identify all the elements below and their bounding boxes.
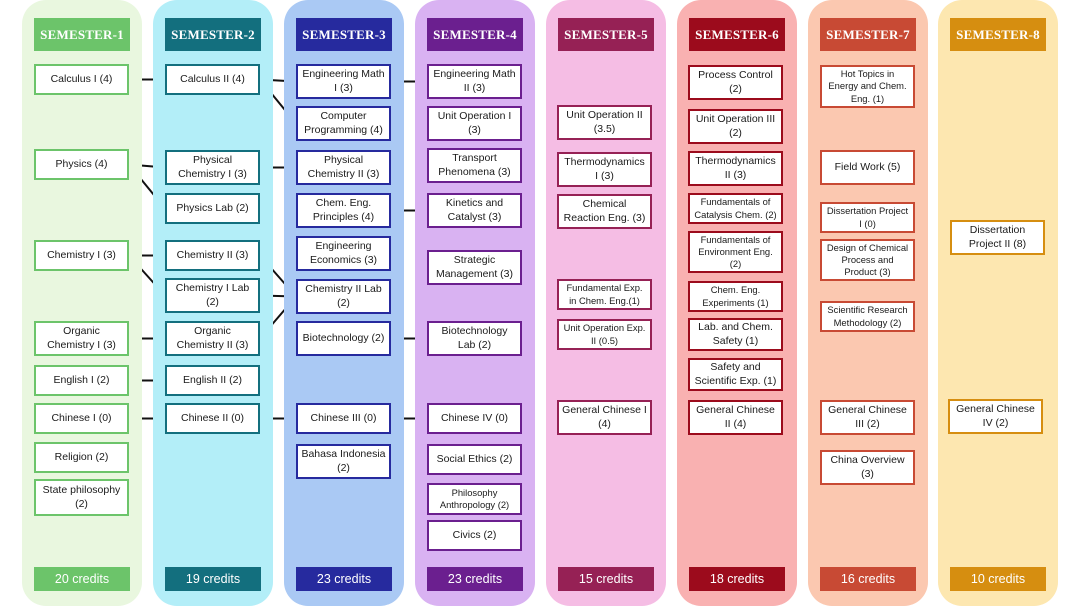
course-box: Unit Operation I (3) — [427, 106, 522, 141]
course-box: China Overview (3) — [820, 450, 915, 485]
course-box: Chemistry I Lab (2) — [165, 278, 260, 313]
course-box: Chinese IV (0) — [427, 403, 522, 434]
course-box: General Chinese III (2) — [820, 400, 915, 435]
course-box: Bahasa Indonesia (2) — [296, 444, 391, 479]
course-box: Kinetics and Catalyst (3) — [427, 193, 522, 228]
course-box: Field Work (5) — [820, 150, 915, 185]
course-box: Dissertation Project II (8) — [950, 220, 1045, 255]
course-box: Engineering Economics (3) — [296, 236, 391, 271]
semester-1-header: SEMESTER-1 — [34, 18, 130, 51]
course-box: Chemical Reaction Eng. (3) — [557, 194, 652, 229]
course-box: Unit Operation III (2) — [688, 109, 783, 144]
course-box: Calculus I (4) — [34, 64, 129, 95]
course-box: Fundamentals of Catalysis Chem. (2) — [688, 193, 783, 224]
semester-6-header: SEMESTER-6 — [689, 18, 785, 51]
course-box: Fundamentals of Environment Eng. (2) — [688, 231, 783, 273]
course-box: Computer Programming (4) — [296, 106, 391, 141]
course-box: Organic Chemistry I (3) — [34, 321, 129, 356]
course-box: Religion (2) — [34, 442, 129, 473]
course-box: Civics (2) — [427, 520, 522, 551]
course-box: Philosophy Anthropology (2) — [427, 483, 522, 515]
course-box: Calculus II (4) — [165, 64, 260, 95]
course-box: Strategic Management (3) — [427, 250, 522, 285]
course-box: Social Ethics (2) — [427, 444, 522, 475]
semester-5-header: SEMESTER-5 — [558, 18, 654, 51]
semester-4-credits: 23 credits — [427, 567, 523, 591]
course-box: Chemistry II (3) — [165, 240, 260, 271]
course-box: Safety and Scientific Exp. (1) — [688, 358, 783, 391]
course-box: Chemistry I (3) — [34, 240, 129, 271]
course-box: Unit Operation Exp. II (0.5) — [557, 319, 652, 350]
semester-7-credits: 16 credits — [820, 567, 916, 591]
course-box: Fundamental Exp. in Chem. Eng.(1) — [557, 279, 652, 310]
course-box: Biotechnology (2) — [296, 321, 391, 356]
semester-5-credits: 15 credits — [558, 567, 654, 591]
course-box: Chem. Eng. Experiments (1) — [688, 281, 783, 312]
course-box: Organic Chemistry II (3) — [165, 321, 260, 356]
course-box: Transport Phenomena (3) — [427, 148, 522, 183]
semester-8-credits: 10 credits — [950, 567, 1046, 591]
course-box: Chem. Eng. Principles (4) — [296, 193, 391, 228]
course-box: Biotechnology Lab (2) — [427, 321, 522, 356]
semester-3-credits: 23 credits — [296, 567, 392, 591]
course-box: State philosophy (2) — [34, 479, 129, 516]
semester-8-header: SEMESTER-8 — [950, 18, 1046, 51]
course-box: Chemistry II Lab (2) — [296, 279, 391, 314]
semester-1-credits: 20 credits — [34, 567, 130, 591]
course-box: Physical Chemistry I (3) — [165, 150, 260, 185]
semester-4-header: SEMESTER-4 — [427, 18, 523, 51]
course-box: Process Control (2) — [688, 65, 783, 100]
course-box: Chinese III (0) — [296, 403, 391, 434]
course-box: Hot Topics in Energy and Chem. Eng. (1) — [820, 65, 915, 108]
course-box: Thermodynamics I (3) — [557, 152, 652, 187]
course-box: General Chinese I (4) — [557, 400, 652, 435]
course-box: Engineering Math I (3) — [296, 64, 391, 99]
course-box: General Chinese II (4) — [688, 400, 783, 435]
course-box: Unit Operation II (3.5) — [557, 105, 652, 140]
semester-6-credits: 18 credits — [689, 567, 785, 591]
semester-7-header: SEMESTER-7 — [820, 18, 916, 51]
course-box: Physics (4) — [34, 149, 129, 180]
semester-2-header: SEMESTER-2 — [165, 18, 261, 51]
course-box: Lab. and Chem. Safety (1) — [688, 318, 783, 351]
course-box: Engineering Math II (3) — [427, 64, 522, 99]
course-box: Scientific Research Methodology (2) — [820, 301, 915, 332]
course-box: English II (2) — [165, 365, 260, 396]
course-box: Physical Chemistry II (3) — [296, 150, 391, 185]
course-box: Dissertation Project I (0) — [820, 202, 915, 233]
course-box: Chinese II (0) — [165, 403, 260, 434]
course-box: Chinese I (0) — [34, 403, 129, 434]
course-box: Physics Lab (2) — [165, 193, 260, 224]
course-box: Design of Chemical Process and Product (… — [820, 239, 915, 281]
course-box: Thermodynamics II (3) — [688, 151, 783, 186]
course-box: English I (2) — [34, 365, 129, 396]
semester-3-header: SEMESTER-3 — [296, 18, 392, 51]
semester-8-column — [938, 0, 1058, 606]
course-box: General Chinese IV (2) — [948, 399, 1043, 434]
semester-2-credits: 19 credits — [165, 567, 261, 591]
